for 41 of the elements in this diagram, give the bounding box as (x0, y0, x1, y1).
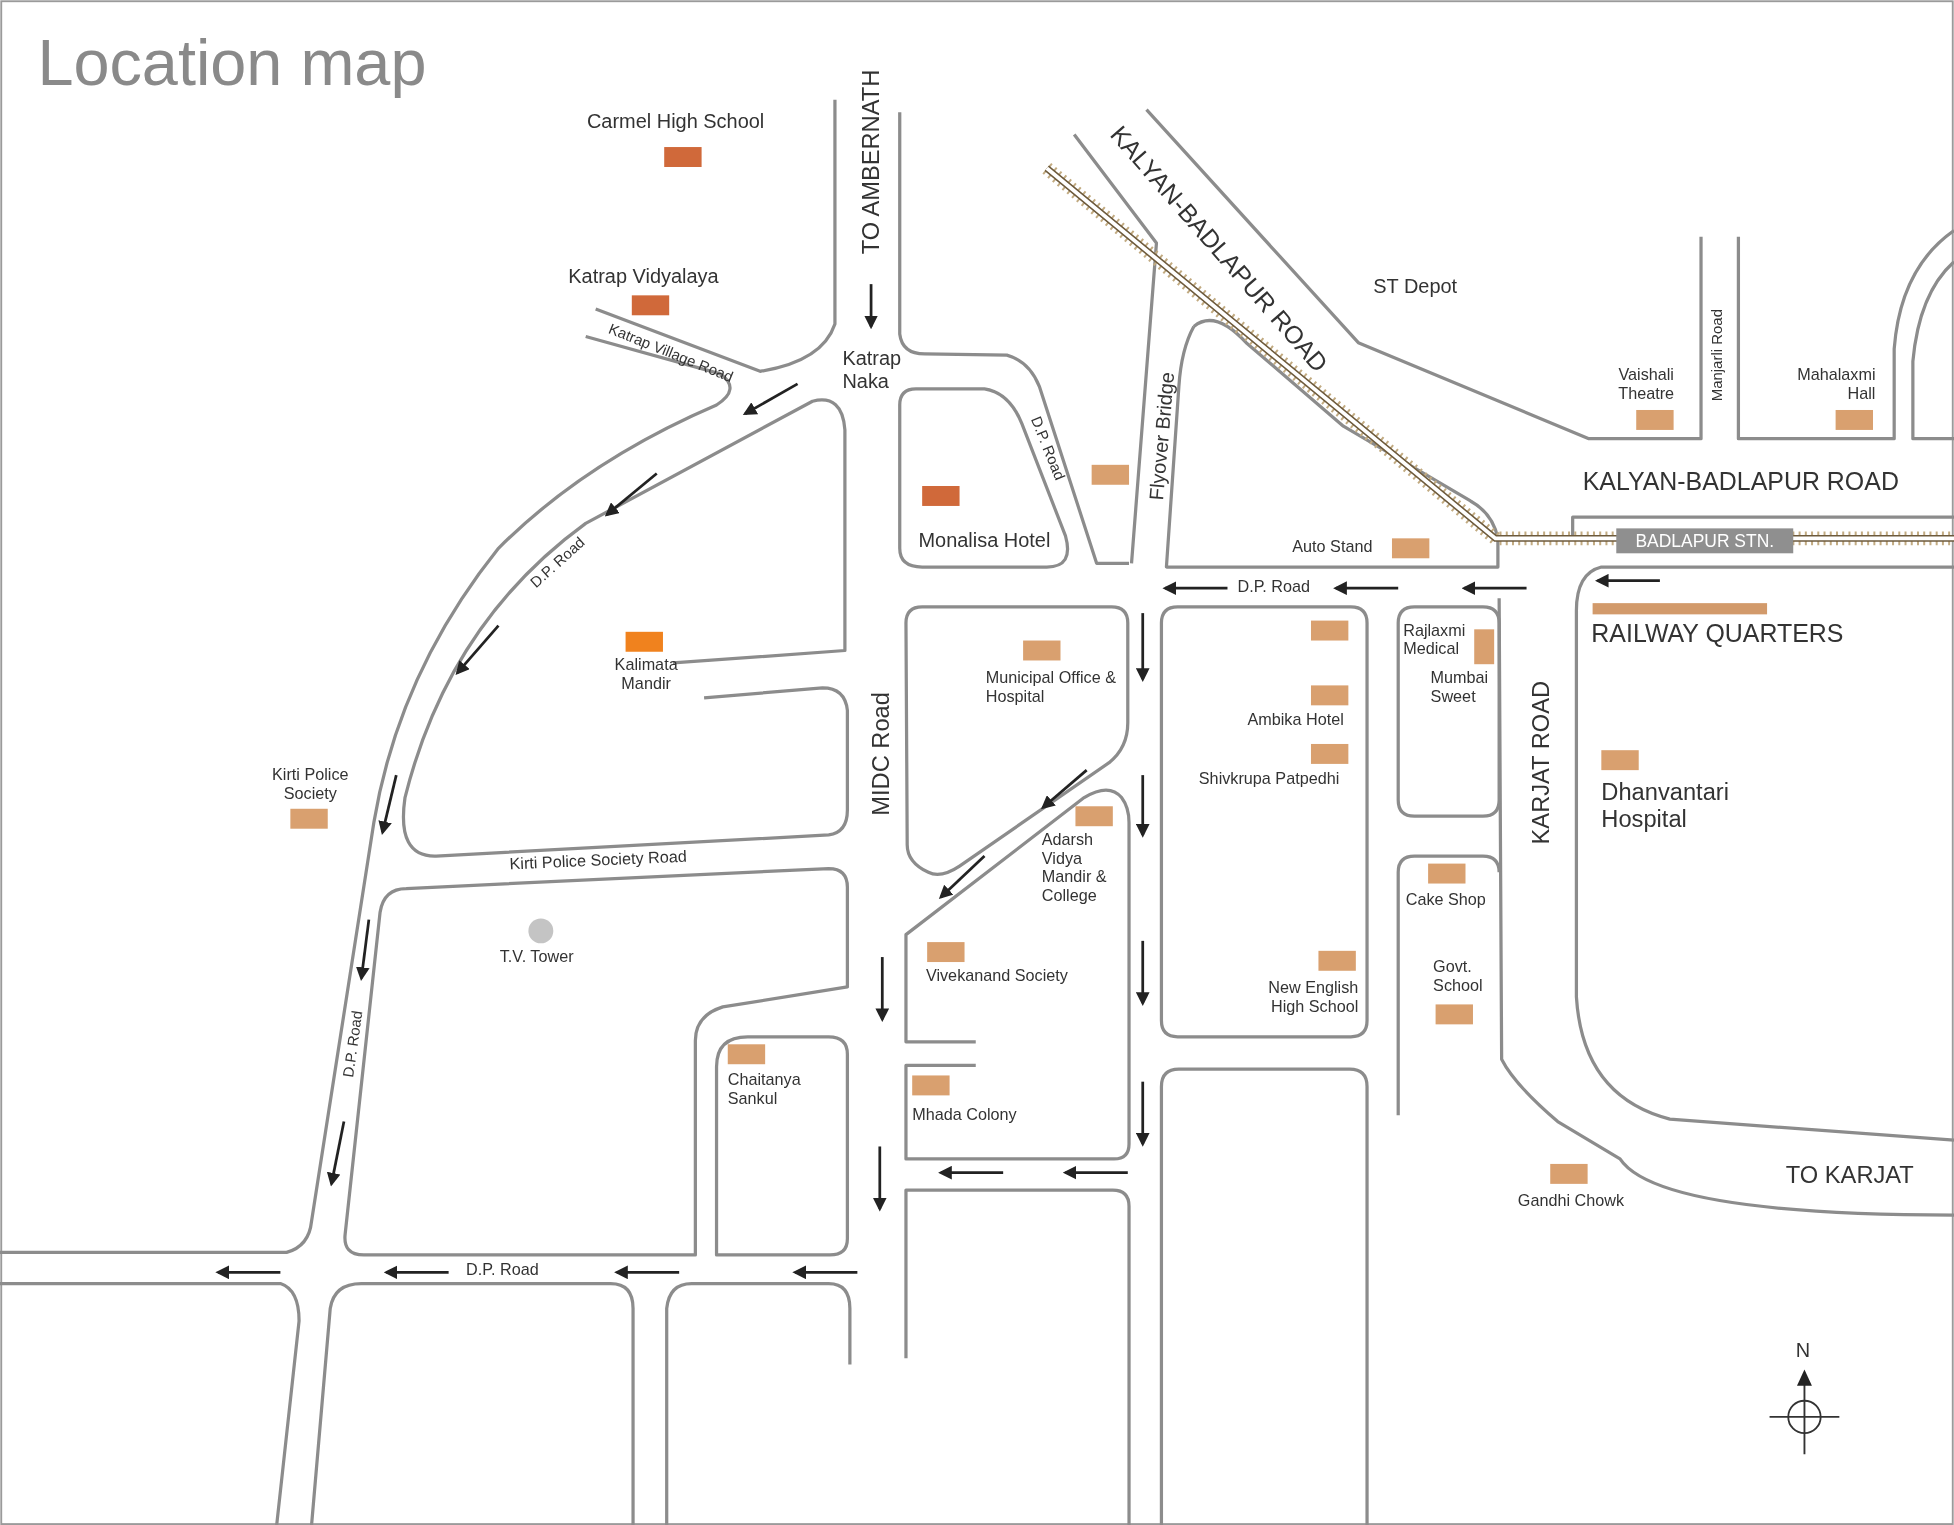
road-label: KARJAT ROAD (1527, 680, 1556, 845)
map-label: N (1795, 1339, 1811, 1363)
map-label: T.V. Tower (499, 948, 574, 967)
map-label: D.P. Road (1237, 578, 1311, 597)
map-label: Kalimata Mandir (613, 656, 679, 694)
map-label: Govt. School (1433, 958, 1484, 996)
road-label: Manjarli Road (1709, 309, 1728, 402)
station-label: BADLAPUR STN. (1616, 528, 1794, 554)
map-label: KALYAN-BADLAPUR ROAD (1582, 467, 1899, 496)
road-label: D.P. Road (1026, 414, 1068, 483)
map-label: Rajlaxmi Medical (1403, 621, 1467, 660)
map-label: Ambika Hotel (1247, 711, 1344, 731)
map-label: Shivkrupa Patpedhi (1198, 770, 1340, 789)
map-label: New English High School (1267, 979, 1359, 1017)
map-label: Gandhi Chowk (1517, 1192, 1625, 1212)
map-label: Carmel High School (586, 110, 765, 134)
map-label: Mumbai Sweet (1430, 669, 1490, 707)
road-label: Kirti Police Society Road (509, 847, 688, 875)
road-label: D.P. Road (340, 1009, 368, 1079)
map-label: Kirti Police Society (271, 766, 350, 804)
map-label: Adarsh Vidya Mandir & College (1041, 831, 1108, 906)
map-label: TO KARJAT (1785, 1161, 1914, 1189)
map-label: RAILWAY QUARTERS (1591, 619, 1844, 648)
map-label: Municipal Office & Hospital (985, 669, 1117, 707)
map-label: Mhada Colony (912, 1106, 1017, 1126)
road-label: Flyover Bridge (1145, 371, 1179, 502)
map-label: Katrap Vidyalaya (568, 265, 719, 289)
map-label: Vivekanand Society (925, 967, 1068, 986)
map-label: Cake Shop (1405, 891, 1486, 910)
map-label: Auto Stand (1292, 538, 1373, 557)
map-label: Monalisa Hotel (918, 529, 1051, 553)
map-label: Chaitanya Sankul (727, 1071, 802, 1109)
map-label: Katrap Naka (842, 347, 903, 394)
map-label: ST Depot (1373, 275, 1458, 299)
map-title: Location map (37, 25, 427, 100)
road-label: TO AMBERNATH (857, 69, 885, 255)
road-label: MIDC Road (867, 692, 895, 816)
map-label: D.P. Road (466, 1261, 539, 1280)
map-label: Dhanvantari Hospital (1601, 778, 1730, 834)
map-label: Vaishali Theatre (1617, 366, 1676, 404)
map-label: Mahalaxmi Hall (1796, 366, 1876, 404)
